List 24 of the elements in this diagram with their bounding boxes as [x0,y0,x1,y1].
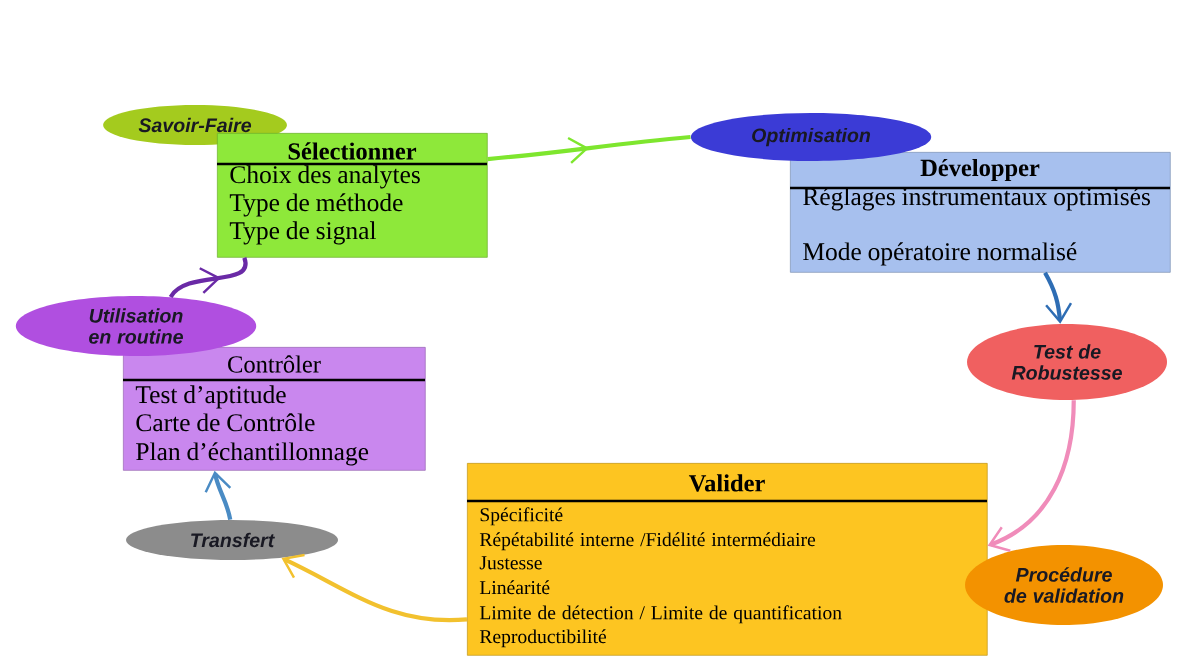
arrow [281,553,468,623]
list-item: Type de signal [229,221,376,245]
list-item: Limite de détection / Limite de quantification [479,605,842,624]
process-box [467,463,988,656]
list-item: Réglages instrumentaux optimisés [803,187,1150,211]
list-item: Choix des analytes [230,165,420,189]
list-item: Type de méthode [229,193,403,217]
process-box [123,347,426,471]
arrow [987,400,1076,552]
list-item: Mode opératoire normalisé [803,242,1077,266]
list-item: Linéarité [479,580,550,595]
list-item: Plan d’échantillonnage [136,442,369,466]
process-box [790,152,1171,273]
list-item: Test d’aptitude [135,385,286,409]
list-item: Carte de Contrôle [136,413,315,432]
list-item: Justesse [479,556,542,570]
process-box [217,133,488,258]
box-heading: Contrôler [228,355,321,373]
list-item: Répétabilité interne /Fidélité intermédiaire [479,532,816,551]
box-heading: Développer [920,158,1040,182]
list-item: Spécificité [480,507,563,526]
list-item: Reproductibilité [479,629,606,648]
box-heading: Valider [688,474,765,492]
box-heading: Sélectionner [288,142,417,160]
